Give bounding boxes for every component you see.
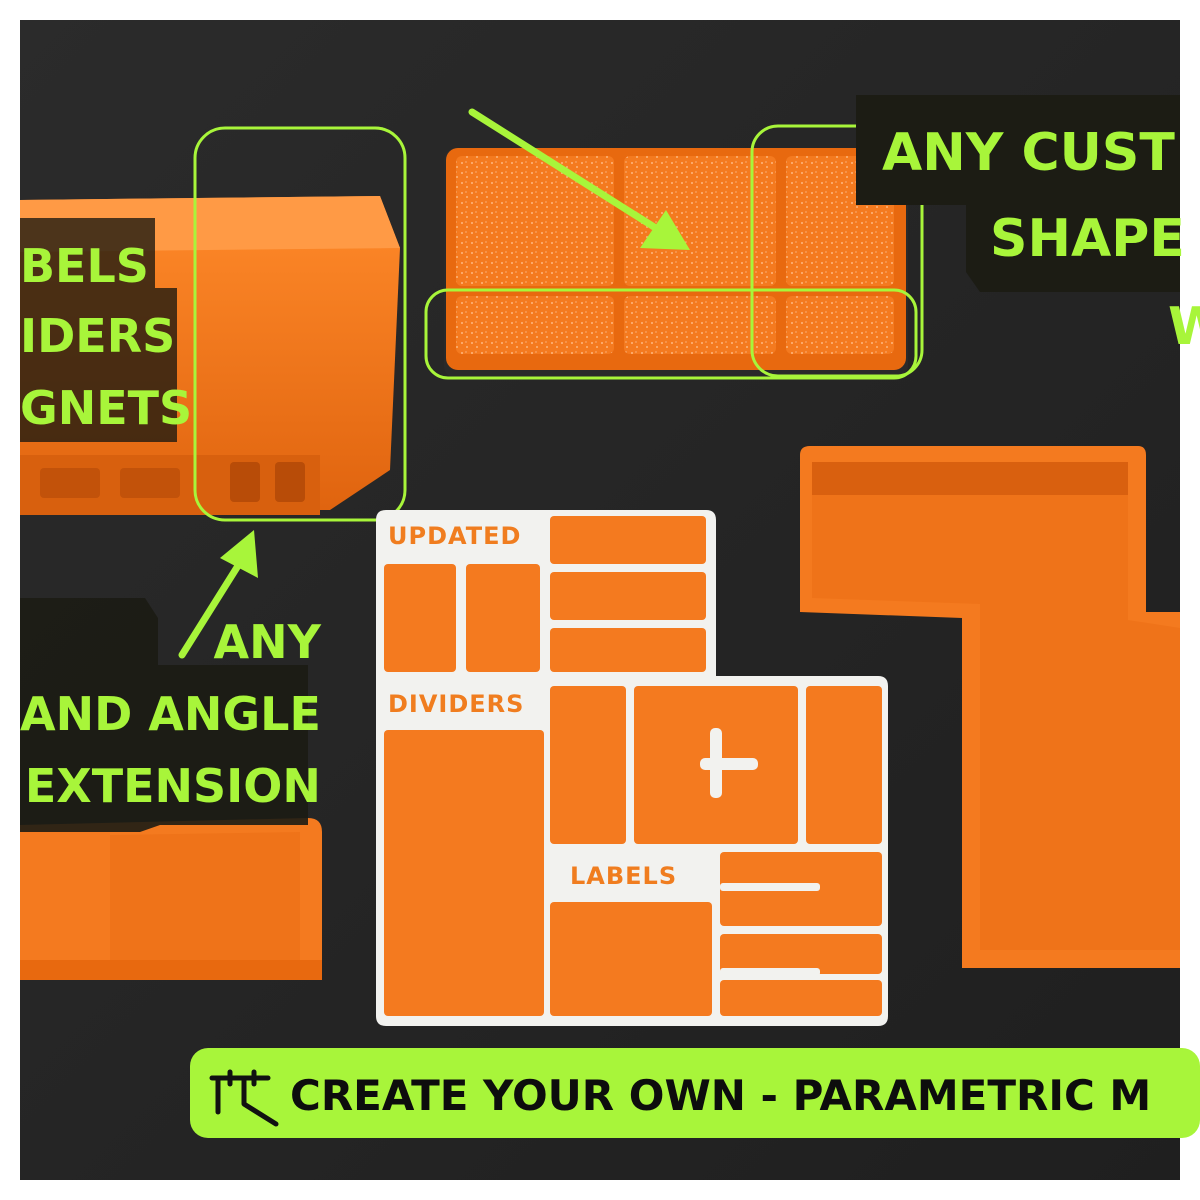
arrow-to-label-bin [468,108,690,250]
caption-left-bottom-line-1: ANY [213,615,321,669]
caption-left-top: BELS [20,230,150,302]
caliper-icon [209,1069,279,1127]
banner-bg [190,1048,1200,1138]
caption-bg-right [856,95,1180,292]
tray-label-labels: LABELS [570,862,678,890]
caption-left-bottom-line-2: AND ANGLE [20,687,321,741]
caption-bg-left-3 [20,370,177,442]
caption-bg-left-2 [20,288,177,370]
caption-right-line-2: SHAPE [990,209,1185,269]
center-tray [376,510,888,1026]
caption-left-bottom-line-3: EXTENSION [24,759,321,813]
banner-text: CREATE YOUR OWN - PARAMETRIC M [290,1071,1152,1120]
caption-left-top-line-3: GNETS [20,381,193,435]
highlight-label-row [424,288,918,380]
caption-right-line-1: ANY CUST [882,123,1175,183]
caption-bg-left-1 [20,218,155,288]
arrow-to-angle-box [178,530,258,659]
caption-bg-left-bottom [20,598,308,832]
caption-right-line-3: W [1168,297,1200,357]
caption-left-top-line-1: BELS [20,239,149,293]
caption-left-top-lines: IDERS GNETS [20,300,192,444]
caption-left-top-line-2: IDERS [20,309,176,363]
highlight-angle-box [193,126,407,522]
lower-left-bin [20,818,322,980]
l-shaped-bin [800,446,1180,968]
tray-label-updated: UPDATED [388,522,522,550]
tray-label-dividers: DIVIDERS [388,690,525,718]
caption-left-bottom: ANY AND ANGLE EXTENSION [20,606,321,822]
label-tile-bin [444,148,908,378]
highlight-label-column [750,124,924,378]
